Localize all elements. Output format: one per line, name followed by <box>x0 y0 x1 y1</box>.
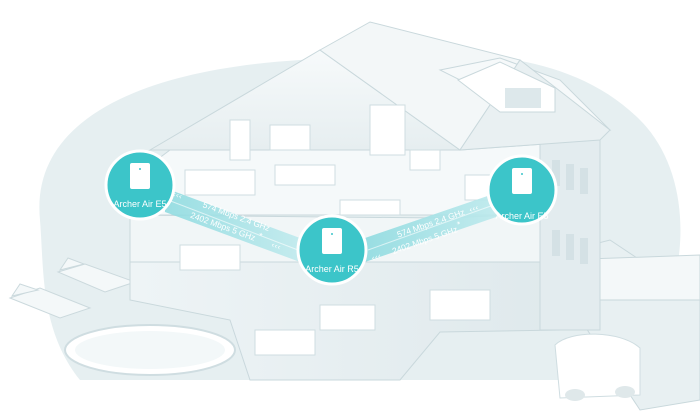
router-icon <box>512 168 532 194</box>
router-icon <box>130 163 150 189</box>
device-left-extender: Archer Air E5 <box>104 149 176 221</box>
device-center-router: Archer Air R5 <box>296 214 368 286</box>
device-right-extender: Archer Air E5 <box>486 154 558 226</box>
device-right-label: Archer Air E5 <box>495 211 548 221</box>
arrow-left-bottom: ‹‹‹ <box>270 240 282 252</box>
router-icon <box>322 228 342 254</box>
device-center-label: Archer Air R5 <box>305 264 359 274</box>
footnote-marker-left: * <box>257 230 264 241</box>
signal-beams <box>165 188 505 262</box>
arrow-right-top: ‹‹‹ <box>468 203 480 215</box>
arrow-right-bottom: ‹‹‹ <box>370 251 382 263</box>
arrow-left-top: ‹‹‹ <box>171 189 183 201</box>
roof <box>148 21 612 151</box>
device-left-label: Archer Air E5 <box>113 199 166 209</box>
interior-rooms <box>179 104 506 356</box>
footnote-marker-right: * <box>456 219 463 230</box>
